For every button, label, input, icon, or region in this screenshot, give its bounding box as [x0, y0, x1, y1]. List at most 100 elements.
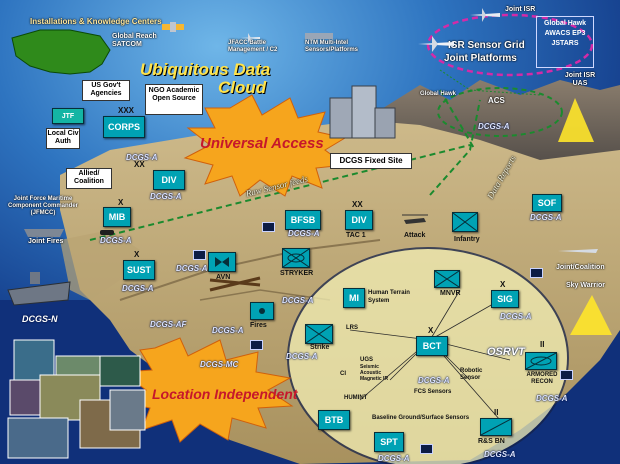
- r-s-bn-label: R&S BN: [478, 438, 505, 445]
- echelon-x: X: [428, 326, 434, 335]
- armored-recon-unit[interactable]: [525, 352, 557, 370]
- allied-coalition-box: Allied/ Coalition: [66, 168, 112, 189]
- dcgs-a-label: DCGS-A: [122, 284, 154, 293]
- strike-symbol-icon: [306, 325, 332, 343]
- mnvr-unit[interactable]: [434, 270, 460, 288]
- fires-unit[interactable]: [250, 302, 274, 320]
- dcgs-n-label: DCGS-N: [22, 314, 58, 324]
- avn-unit[interactable]: [208, 252, 236, 272]
- sof-unit[interactable]: SOF: [532, 194, 562, 212]
- lrs-label: LRS: [346, 325, 358, 331]
- sig-unit[interactable]: SIG: [491, 290, 519, 308]
- dcgs-fixed-site-box: DCGS Fixed Site: [330, 153, 412, 169]
- stryker-symbol-icon: [283, 249, 309, 267]
- dcgs-a-label: DCGS-A: [478, 122, 510, 131]
- echelon-x: X: [134, 250, 140, 259]
- joint-fires-label: Joint Fires: [28, 238, 64, 245]
- echelon-ii: II: [494, 408, 499, 417]
- tac1-label: TAC 1: [346, 232, 366, 239]
- helicopter-icon: [402, 212, 428, 231]
- mib-unit[interactable]: MIB: [103, 207, 131, 227]
- dcgs-a-label: DCGS-A: [126, 153, 158, 162]
- r-s-bn-unit[interactable]: [480, 418, 512, 436]
- aircraft-icon: [240, 30, 260, 48]
- echelon-x: X: [118, 198, 124, 207]
- ubiquitous-data-title: Ubiquitous Data: [140, 60, 271, 79]
- dcgs-a-label: DCGS-A: [536, 394, 568, 403]
- echelon-xx: XX: [134, 160, 145, 169]
- strike-unit[interactable]: [305, 324, 333, 344]
- jfmcc-label: Joint Force Maritime Component Commander…: [8, 196, 79, 216]
- osrvt-label: OSRVT: [487, 346, 525, 358]
- mnvr-label: MNVR: [440, 290, 461, 297]
- dcgs-a-label: DCGS-A: [418, 376, 450, 385]
- human-terrain-system-label: System: [368, 298, 390, 304]
- armored-recon-label: ARMORED RECON: [526, 372, 558, 385]
- div-unit[interactable]: DIV: [153, 170, 185, 190]
- strike-label: Strike: [310, 344, 330, 351]
- corps-unit[interactable]: CORPS: [103, 116, 145, 138]
- acs-label: ACS: [488, 96, 505, 105]
- spt-unit[interactable]: SPT: [374, 432, 404, 452]
- dcgs-a-label: DCGS-A: [378, 454, 410, 463]
- btb-unit[interactable]: BTB: [318, 410, 350, 430]
- infantry-unit[interactable]: [452, 212, 478, 232]
- seismic-label: Seismic Acoustic Magnetic IR: [360, 364, 389, 382]
- human-terrain-label: Human Terrain: [368, 290, 410, 296]
- aviation-symbol-icon: [215, 257, 229, 267]
- dcgs-a-label: DCGS-A: [484, 450, 516, 459]
- fires-symbol-icon: [259, 308, 265, 314]
- installations-label: Installations & Knowledge Centers: [30, 17, 162, 26]
- ntm-label: NTM Multi-Intel Sensors/Platforms: [305, 40, 359, 53]
- dcgs-a-label: DCGS-A: [176, 264, 208, 273]
- sky-warrior-label: Sky Warrior: [566, 282, 606, 289]
- universal-access-banner: Universal Access: [200, 135, 324, 152]
- stryker-label: STRYKER: [280, 270, 314, 277]
- us-govt-agencies-box: US Gov't Agencies: [82, 80, 130, 101]
- global-hawk-small-label: Global Hawk: [420, 91, 457, 97]
- ugs-label: UGS: [360, 357, 374, 363]
- dcgs-a-label: DCGS-A: [212, 326, 244, 335]
- joint-platforms-title: Joint Platforms: [444, 53, 517, 64]
- dcgs-af-label: DCGS-AF: [150, 320, 187, 329]
- aircraft-icon: [470, 8, 500, 27]
- dcgs-a-label: DCGS-A: [150, 192, 182, 201]
- dcgs-a-label: DCGS-A: [530, 213, 562, 222]
- aircraft-icon: [418, 36, 454, 57]
- sust-unit[interactable]: SUST: [123, 260, 155, 280]
- ship-icon: [24, 224, 64, 242]
- echelon-ii: II: [540, 340, 545, 349]
- infantry-symbol-icon: [453, 213, 477, 231]
- mnvr-symbol-icon: [435, 271, 459, 287]
- global-reach-label: Global Reach SATCOM: [112, 33, 157, 48]
- bct-unit[interactable]: BCT: [416, 336, 448, 356]
- vehicle-icon: [100, 230, 114, 235]
- fcs-sensors-label: FCS Sensors: [414, 389, 452, 395]
- div-unit-2[interactable]: DIV: [345, 210, 373, 230]
- joint-isr-top-label: Joint ISR: [505, 6, 536, 13]
- joint-coalition-label: Joint/Coalition: [556, 264, 605, 271]
- stryker-unit[interactable]: [282, 248, 310, 268]
- laptop-icon: [560, 370, 573, 380]
- bfsb-unit[interactable]: BFSB: [285, 210, 321, 230]
- attack-label: Attack: [404, 232, 426, 239]
- fires-label: Fires: [250, 322, 267, 329]
- armored-recon-symbol-icon: [526, 353, 556, 369]
- robotic-sensor-label: Robotic Sensor: [460, 368, 483, 381]
- ci-label: CI: [340, 371, 346, 377]
- isr-sensor-grid-title: ISR Sensor Grid: [448, 40, 525, 51]
- aircraft-icon: [558, 244, 598, 263]
- dcgs-a-label: DCGS-A: [100, 236, 132, 245]
- mi-unit[interactable]: MI: [343, 288, 365, 308]
- ngo-academic-box: NGO Academic Open Source: [145, 84, 203, 115]
- dcgs-a-label: DCGS-A: [282, 296, 314, 305]
- dcgs-mc-label: DCGS-MC: [200, 360, 239, 369]
- laptop-icon: [530, 268, 543, 278]
- satellite-icon: [162, 18, 184, 38]
- echelon-xxx: XXX: [118, 106, 135, 115]
- laptop-icon: [420, 444, 433, 454]
- echelon-xx: XX: [352, 200, 363, 209]
- dcgs-a-label: DCGS-A: [286, 352, 318, 361]
- laptop-icon: [193, 250, 206, 260]
